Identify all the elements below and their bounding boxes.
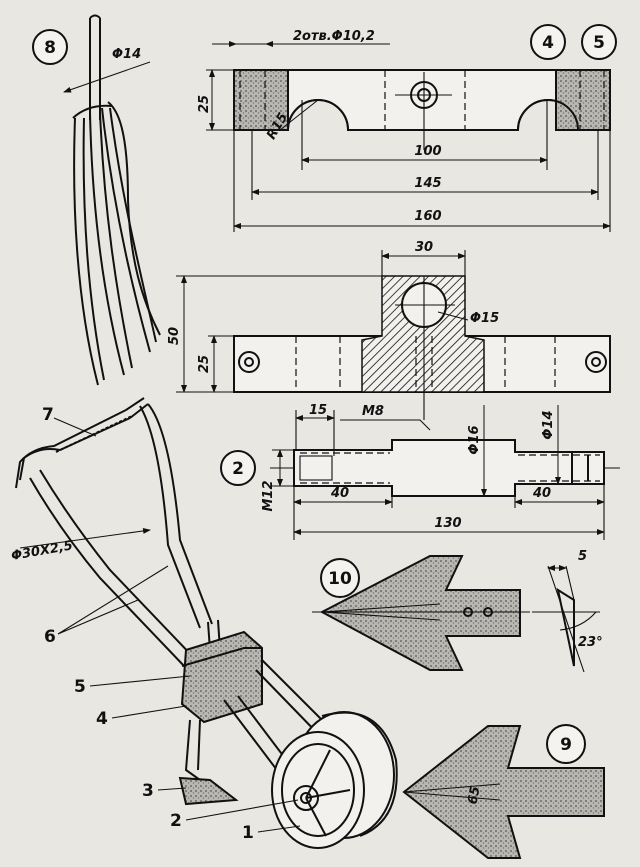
axle-dim-15: 15: [309, 403, 327, 418]
blade-part-10: 10 5 23°: [312, 549, 603, 673]
blade-10-thickness: 5: [578, 549, 587, 564]
blade-10-body: [319, 555, 521, 671]
leader-7: 7: [42, 405, 54, 425]
bracket-dim-160: 160: [414, 209, 441, 224]
gearbox-housing: [180, 630, 263, 724]
svg-text:10: 10: [328, 569, 352, 589]
fork-shaft: [89, 18, 101, 120]
blade-part-9: 9 65: [402, 724, 605, 859]
blade-9-width: 65: [466, 785, 484, 805]
ridger-blade: [178, 776, 239, 806]
leader-2: 2: [170, 811, 182, 831]
block-height-50: 50: [167, 327, 182, 345]
leader-1: 1: [242, 823, 254, 843]
blade-10-angle: 23°: [578, 635, 603, 650]
axle-dim-130: 130: [434, 516, 461, 531]
cultivator-assembly: Φ30X2,5 7 6 5 4 3 2 1: [10, 397, 398, 849]
axle-part-2: 2 15 M8 Φ16 Φ14 M12 40 40 130: [220, 403, 620, 540]
callout-8: 8: [32, 29, 68, 65]
callout-10: 10: [320, 558, 360, 598]
fork-diameter-label: Φ14: [112, 47, 141, 62]
bracket-height-label: 25: [197, 95, 212, 113]
blade-9-body: [402, 725, 605, 859]
leader-4: 4: [96, 709, 108, 729]
tube-size-label: Φ30X2,5: [10, 538, 74, 564]
axle-diameter-14: Φ14: [541, 410, 556, 439]
block-width-label: 30: [415, 240, 433, 255]
axle-thread-m12: M12: [261, 480, 276, 511]
callout-9: 9: [546, 724, 586, 764]
axle-dim-40-left: 40: [330, 486, 349, 501]
bracket-parts-4-5: 4 5 2отв.Φ10,2 25 R15 100 145: [197, 24, 617, 232]
leader-3: 3: [142, 781, 154, 801]
leader-5: 5: [74, 677, 86, 697]
axle-diameter-16: Φ16: [467, 425, 482, 454]
callout-2: 2: [220, 450, 256, 486]
svg-text:5: 5: [593, 33, 605, 53]
axle-thread-m8: M8: [362, 404, 384, 419]
bracket-dim-100: 100: [414, 144, 441, 159]
bracket-holes-label: 2отв.Φ10,2: [293, 29, 375, 44]
callout-4: 4: [530, 24, 566, 60]
block-hole-label: Φ15: [470, 311, 499, 326]
callout-5: 5: [581, 24, 617, 60]
clamp-block: 30 50 25 Φ15: [167, 240, 611, 420]
svg-text:4: 4: [542, 33, 554, 53]
bracket-dim-145: 145: [414, 176, 441, 191]
blade-10-profile: [556, 587, 575, 667]
svg-text:9: 9: [560, 735, 572, 755]
fork-part-8: 8 Φ14: [32, 14, 161, 386]
leader-6: 6: [44, 627, 56, 647]
block-height-25: 25: [197, 355, 212, 373]
svg-text:2: 2: [232, 459, 244, 479]
svg-text:8: 8: [44, 38, 56, 58]
axle-dim-40-right: 40: [532, 486, 551, 501]
